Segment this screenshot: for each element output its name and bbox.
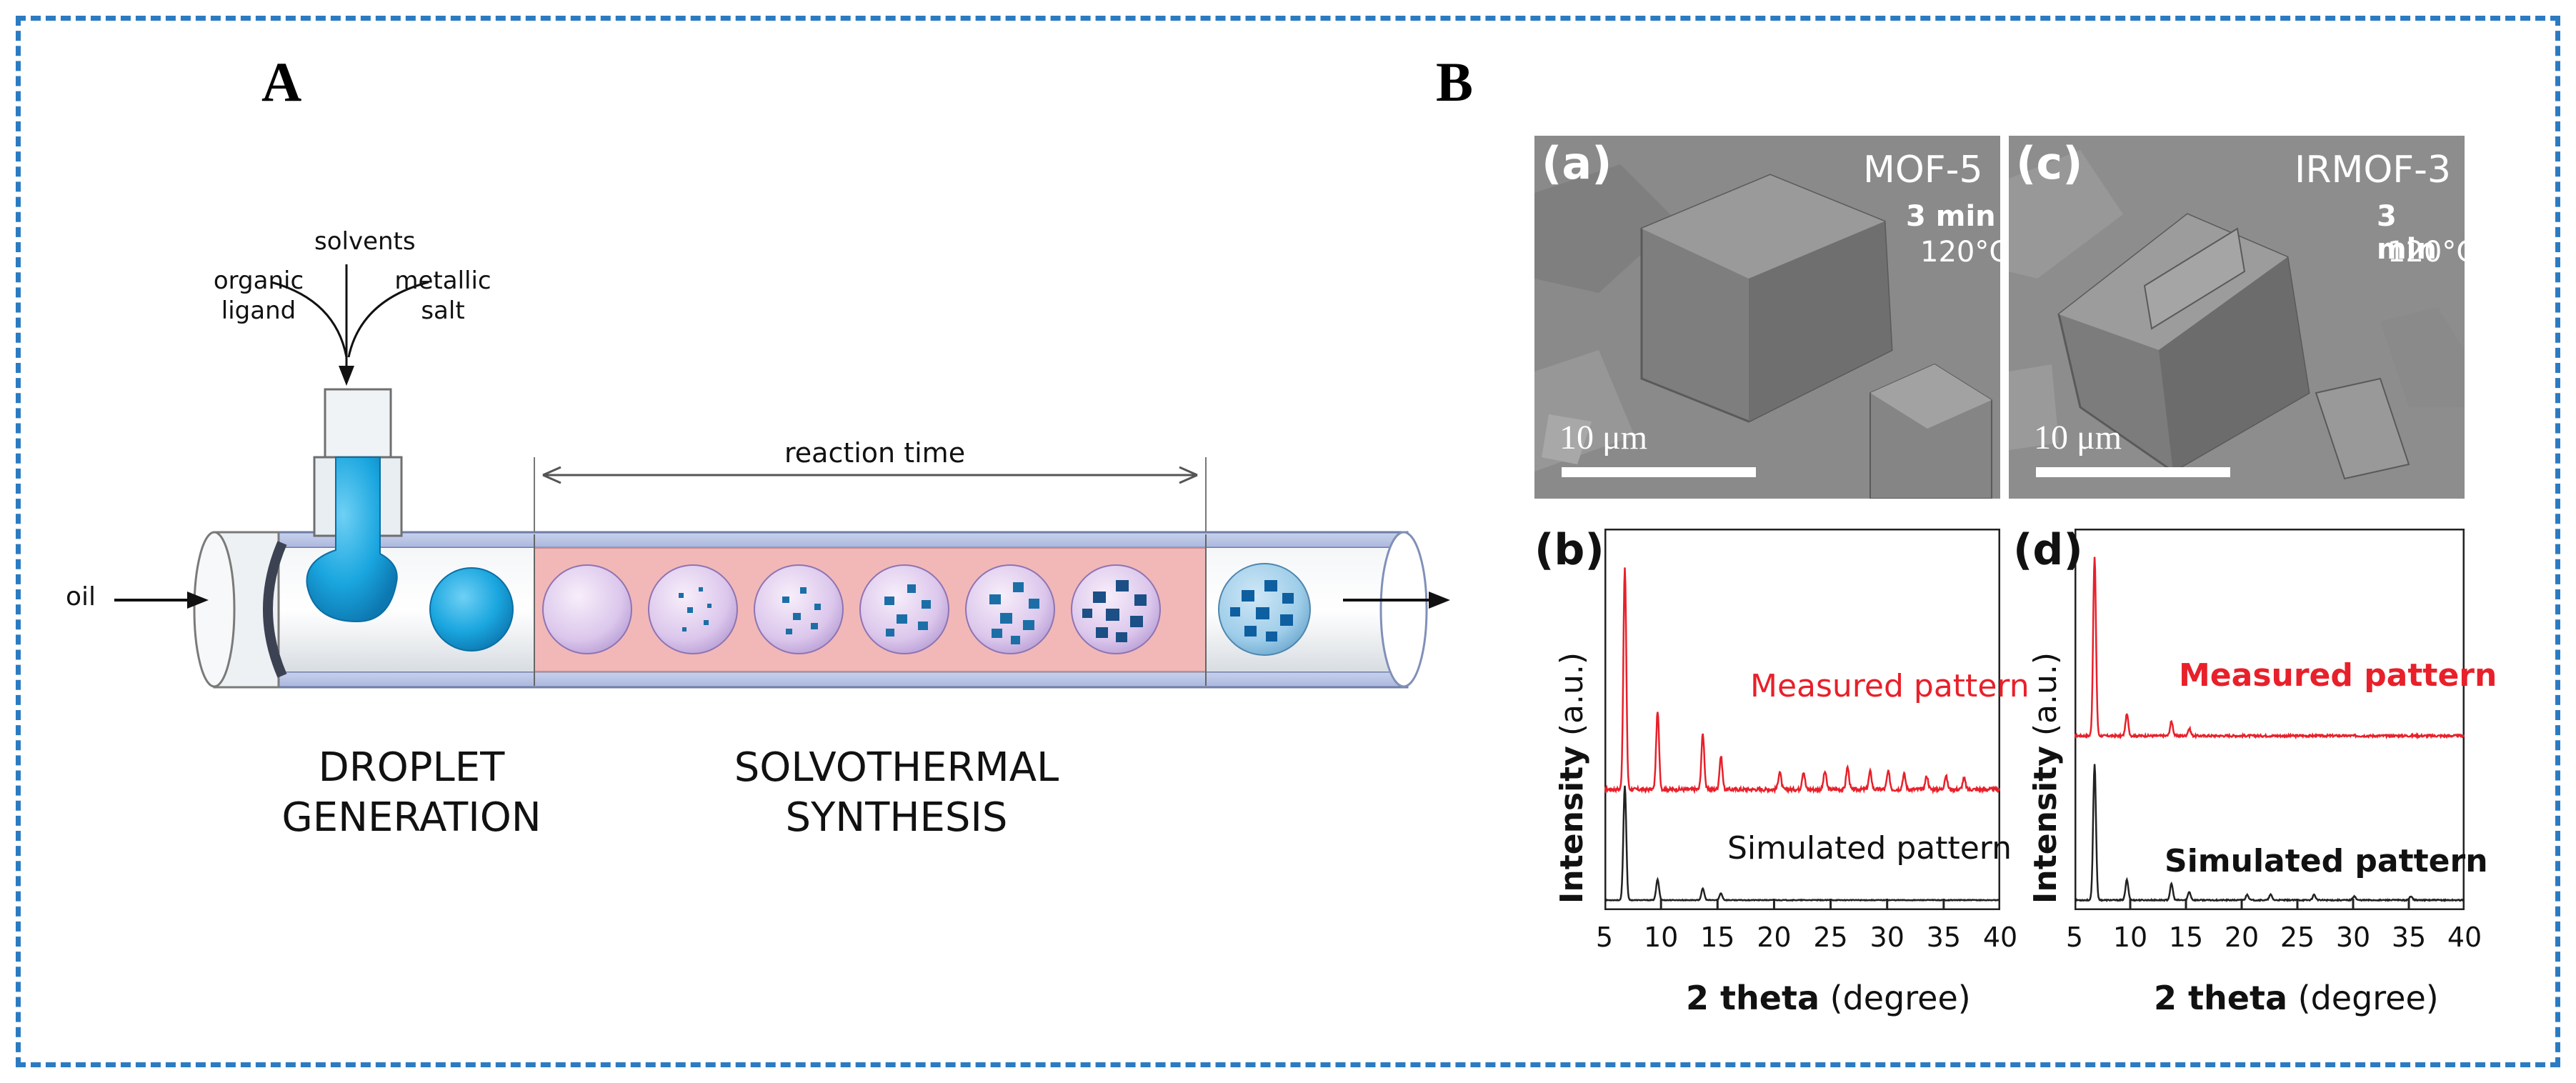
x-tick-label: 40 xyxy=(1982,922,2018,953)
organic-ligand-line2: ligand xyxy=(221,296,296,325)
reaction-time-label: reaction time xyxy=(784,437,966,469)
entry-ring xyxy=(263,541,287,678)
droplet-generated xyxy=(429,567,514,652)
plot-frame xyxy=(1604,529,2000,910)
sem-crystals-irmof3 xyxy=(2009,136,2465,499)
xrd-d-x-title: 2 theta (degree) xyxy=(2154,979,2439,1017)
droplet-4 xyxy=(859,564,949,654)
xrd-chart-b xyxy=(1604,529,2000,910)
xrd-d-y-title: Intensity (a.u.) xyxy=(2027,652,2064,904)
sem-mof5-temp: 120°C xyxy=(1920,236,2000,269)
tube-entry-mouth xyxy=(193,531,236,688)
solvents-label: solvents xyxy=(314,227,416,256)
tube-wall-bottom xyxy=(213,670,1409,689)
x-tick-label: 30 xyxy=(2335,922,2371,953)
x-tick-label: 35 xyxy=(2391,922,2427,953)
sem-irmof3-letter: (c) xyxy=(2016,137,2083,189)
x-tick-label: 20 xyxy=(1757,922,1792,953)
crystals-droplet-3 xyxy=(782,587,821,634)
xrd-d-y-title-unit: (a.u.) xyxy=(2027,652,2064,737)
x-tick-label: 15 xyxy=(2168,922,2204,953)
xrd-chart-d xyxy=(2075,529,2465,910)
sem-crystals-mof5 xyxy=(1534,136,2000,499)
x-tick-label: 25 xyxy=(2280,922,2315,953)
sem-image-irmof3: (c) IRMOF-3 3 min 120°C 10 μm xyxy=(2009,136,2465,499)
x-tick-label: 15 xyxy=(1700,922,1735,953)
sem-mof5-time: 3 min xyxy=(1906,200,1996,233)
xrd-d-measured-label: Measured pattern xyxy=(2179,657,2497,694)
solvothermal-synthesis-line1: SOLVOTHERMAL xyxy=(734,744,1059,791)
xrd-d-x-title-unit: (degree) xyxy=(2297,979,2439,1017)
panel-a-letter: A xyxy=(261,51,302,113)
droplet-generation-line1: DROPLET xyxy=(318,744,505,791)
xrd-b-simulated-label: Simulated pattern xyxy=(1727,830,2012,867)
metallic-salt-label: metallic salt xyxy=(389,266,496,326)
metallic-salt-line2: salt xyxy=(421,296,465,325)
salt-arrow xyxy=(347,281,429,358)
sem-image-mof5: (a) MOF-5 3 min 120°C 10 μm xyxy=(1534,136,2000,499)
droplet-generation-line2: GENERATION xyxy=(281,794,541,841)
sem-irmof3-scale-bar xyxy=(2036,467,2230,477)
sem-irmof3-time: 3 min xyxy=(2377,200,2437,266)
sem-mof5-name: MOF-5 xyxy=(1863,149,1983,191)
inlet-cap xyxy=(324,388,392,459)
crystals-droplet-2 xyxy=(679,587,712,632)
crystals-droplet-4 xyxy=(884,584,931,637)
sem-irmof3-temp: 120°C xyxy=(2387,236,2465,269)
xrd-d-simulated-label: Simulated pattern xyxy=(2165,843,2488,879)
x-tick-label: 20 xyxy=(2224,922,2260,953)
oil-label: oil xyxy=(66,582,96,612)
simulated-pattern-line xyxy=(1604,785,2000,902)
xrd-b-measured-label: Measured pattern xyxy=(1750,668,2030,704)
xrd-b-y-title-unit: (a.u.) xyxy=(1554,652,1590,737)
solvothermal-synthesis-caption: SOLVOTHERMAL SYNTHESIS xyxy=(704,743,1089,843)
x-tick-label: 10 xyxy=(2112,922,2148,953)
droplet-generation-caption: DROPLET GENERATION xyxy=(240,743,583,843)
xrd-d-x-title-main: 2 theta xyxy=(2154,979,2287,1017)
x-tick-label: 25 xyxy=(1813,922,1848,953)
droplet-1 xyxy=(542,564,632,654)
xrd-b-x-title: 2 theta (degree) xyxy=(1686,979,1971,1017)
xrd-d-y-title-main: Intensity xyxy=(2027,746,2064,904)
sem-mof5-scale-label: 10 μm xyxy=(1559,419,1648,456)
xrd-b-x-title-unit: (degree) xyxy=(1829,979,1971,1017)
droplet-reactor-diagram xyxy=(114,264,1450,689)
x-tick-label: 40 xyxy=(2447,922,2482,953)
metallic-salt-line1: metallic xyxy=(394,266,491,295)
xrd-b-letter: (b) xyxy=(1534,525,1604,575)
droplet-3 xyxy=(754,564,844,654)
x-tick-label: 30 xyxy=(1869,922,1904,953)
sem-irmof3-name: IRMOF-3 xyxy=(2295,149,2452,191)
inlet-fluid xyxy=(306,456,398,623)
crystals-droplet-final xyxy=(1230,580,1294,642)
panel-b-letter: B xyxy=(1436,51,1474,113)
organic-ligand-label: organic ligand xyxy=(209,266,309,326)
sem-mof5-letter: (a) xyxy=(1542,137,1612,189)
measured-pattern-line xyxy=(2075,557,2465,740)
xrd-d-letter: (d) xyxy=(2013,525,2083,575)
droplet-5 xyxy=(965,564,1055,654)
x-tick-label: 35 xyxy=(1926,922,1962,953)
tube-exit-mouth xyxy=(1379,531,1428,688)
xrd-b-y-title: Intensity (a.u.) xyxy=(1554,652,1590,904)
x-tick-label: 5 xyxy=(2065,922,2084,953)
organic-ligand-line1: organic xyxy=(213,266,304,295)
xrd-b-x-title-main: 2 theta xyxy=(1686,979,1819,1017)
solvothermal-synthesis-line2: SYNTHESIS xyxy=(785,794,1008,841)
crystals-droplet-6 xyxy=(1082,580,1147,642)
x-tick-label: 5 xyxy=(1595,922,1614,953)
sem-mof5-scale-bar xyxy=(1562,467,1756,477)
xrd-b-y-title-main: Intensity xyxy=(1554,746,1590,904)
sem-irmof3-scale-label: 10 μm xyxy=(2034,419,2122,456)
x-tick-label: 10 xyxy=(1643,922,1679,953)
simulated-pattern-line xyxy=(2075,764,2465,902)
crystals-droplet-5 xyxy=(989,582,1039,644)
measured-pattern-line xyxy=(1604,567,2000,795)
plot-frame xyxy=(2075,529,2465,910)
ligand-arrow xyxy=(271,281,348,358)
dashed-frame xyxy=(16,16,2560,1067)
